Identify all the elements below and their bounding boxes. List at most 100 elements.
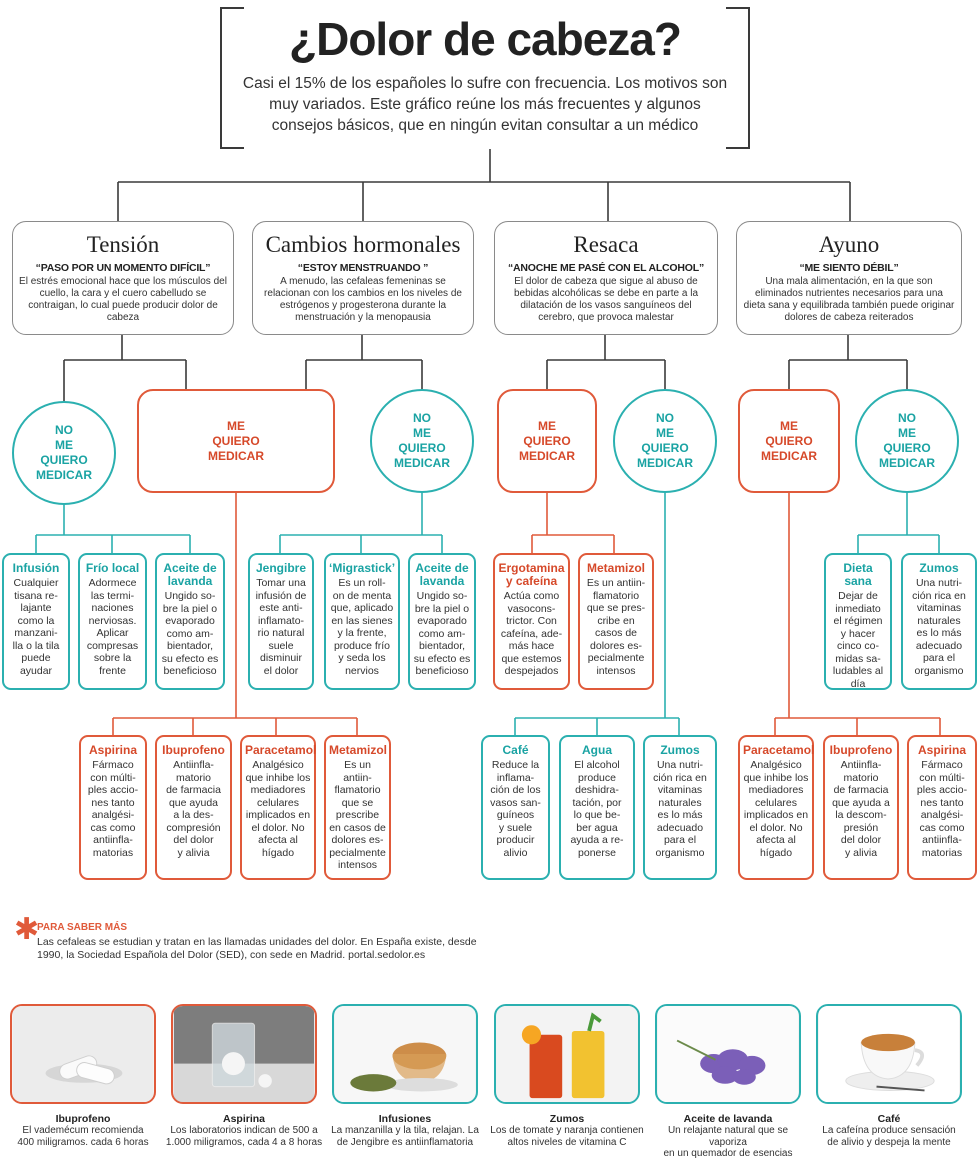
category-description: A menudo, las cefaleas femeninas se rela… [264,276,462,323]
category-name: Ayuno [818,232,880,257]
page-subtitle: Casi el 15% de los españoles lo sufre co… [242,75,728,134]
caption-text: El vademécum recomienda 400 miligramos. … [17,1125,149,1148]
remedy-card-zumos-2: Zumos Una nutri- ción rica en vitaminas … [643,735,717,880]
remedy-text: Ungido so- bre la piel o evaporado como … [413,590,471,677]
category-description: El estrés emocional hace que los músculo… [19,276,227,323]
remedy-card-aspirina: Aspirina Fármaco con múlti- ples accio- … [79,735,147,880]
remedy-card-aceite-lavanda-2: Aceite de lavanda Ungido so- bre la piel… [408,553,476,690]
photo-zumos [494,1004,640,1104]
category-quote: “ME SIENTO DÉBIL” [799,262,899,274]
remedy-title: Aceite de lavanda [415,561,469,588]
remedy-title: Zumos [919,561,959,575]
remedy-card-agua: Agua El alcohol produce deshidra- tación… [559,735,635,880]
remedy-title: Metamizol [586,561,645,575]
node-label: ME QUIERO MEDICAR [761,418,817,463]
caption-title: Zumos [549,1113,585,1125]
remedy-title: Ibuprofeno [162,743,225,757]
remedy-text: Cualquier tisana re- lajante como la man… [12,577,60,677]
remedy-title: Aspirina [917,743,966,757]
remedy-title: Aceite de lavanda [163,561,217,588]
category-name: Cambios hormonales [265,232,461,257]
node-si-medicar-tension-hormonal: ME QUIERO MEDICAR [137,389,335,493]
caption-text: La cafeína produce sensación de alivio y… [822,1125,956,1148]
caption-text: Los de tomate y naranja contienen altos … [490,1125,644,1148]
photo-cafe [816,1004,962,1104]
remedy-text: Actúa como vasocons- trictor. Con cafeín… [500,590,563,677]
remedy-title: Zumos [660,743,700,757]
lavender-icon [657,1006,799,1102]
asterisk-icon: ✱ [14,913,40,946]
remedy-title: Infusión [12,561,60,575]
caption-title: Aspirina [222,1113,265,1125]
remedy-text: Antiinfla- matorio de farmacia que ayuda… [832,759,890,859]
remedy-text: El alcohol produce deshidra- tación, por… [570,759,624,859]
photo-aceite-lavanda [655,1004,801,1104]
remedy-card-paracetamol-2: Paracetamol Analgésico que inhibe los me… [738,735,814,880]
node-no-medicar-hormonal: NO ME QUIERO MEDICAR [370,389,474,493]
category-cambios-hormonales: Cambios hormonales “ESTOY MENSTRUANDO ” … [252,221,474,335]
pills-icon [12,1006,154,1102]
caption-text: Los laboratorios indican de 500 a 1.000 … [165,1125,323,1148]
remedy-card-cafe: Café Reduce la inflama- ción de los vaso… [481,735,550,880]
remedy-title: Café [502,743,529,757]
caption-title: Infusiones [378,1113,432,1125]
remedy-card-dieta-sana: Dieta sana Dejar de inmediato el régimen… [824,553,892,690]
remedy-title: Ergotamina y cafeína [498,561,565,588]
caption-aceite-lavanda: Aceite de lavanda Un relajante natural q… [649,1113,807,1160]
remedy-text: Antiinfla- matorio de farmacia que ayuda… [166,759,221,859]
caption-ibuprofeno: Ibuprofeno El vademécum recomienda 400 m… [4,1113,162,1148]
node-label: NO ME QUIERO MEDICAR [394,411,450,470]
remedy-text: Tomar una infusión de este anti- inflama… [255,577,307,677]
caption-cafe: Café La cafeína produce sensación de ali… [810,1113,968,1148]
node-label: ME QUIERO MEDICAR [208,418,264,463]
more-info-title: PARA SABER MÁS [37,922,128,933]
teacup-icon [334,1006,476,1102]
remedy-text: Es un roll- on de menta que, aplicado en… [330,577,394,677]
remedy-text: Una nutri- ción rica en vitaminas natura… [912,577,966,677]
remedy-card-ibuprofeno-2: Ibuprofeno Antiinfla- matorio de farmaci… [823,735,899,880]
node-si-medicar-ayuno: ME QUIERO MEDICAR [738,389,840,493]
remedy-title: Agua [582,743,612,757]
remedy-card-aspirina-2: Aspirina Fármaco con múlti- ples accio- … [907,735,977,880]
remedy-card-frio-local: Frío local Adormece las termi- naciones … [78,553,147,690]
node-no-medicar-resaca: NO ME QUIERO MEDICAR [613,389,717,493]
remedy-title: Paracetamol [743,743,815,757]
node-label: NO ME QUIERO MEDICAR [36,423,92,482]
caption-aspirina: Aspirina Los laboratorios indican de 500… [165,1113,323,1148]
remedy-text: Adormece las termi- naciones nerviosas. … [86,577,139,677]
remedy-card-ibuprofeno: Ibuprofeno Antiinfla- matorio de farmaci… [155,735,232,880]
category-ayuno: Ayuno “ME SIENTO DÉBIL” Una mala aliment… [736,221,962,335]
glass-icon [173,1006,315,1102]
remedy-card-migrastick: ‘Migrastick’ Es un roll- on de menta que… [324,553,400,690]
category-resaca: Resaca “ANOCHE ME PASÉ CON EL ALCOHOL” E… [494,221,718,335]
category-tension: Tensión “PASO POR UN MOMENTO DIFÍCIL” El… [12,221,234,335]
remedy-title: Metamizol [329,743,388,757]
remedy-text: Es un antiin- flamatorio que se pres- cr… [586,577,646,677]
remedy-title: Dieta sana [843,561,873,588]
caption-text: Un relajante natural que se vaporiza en … [663,1125,793,1159]
node-si-medicar-resaca: ME QUIERO MEDICAR [497,389,597,493]
node-label: NO ME QUIERO MEDICAR [637,411,693,470]
caption-title: Aceite de lavanda [683,1113,773,1125]
remedy-title: ‘Migrastick’ [329,561,396,575]
remedy-card-zumos: Zumos Una nutri- ción rica en vitaminas … [901,553,977,690]
category-name: Resaca [573,232,639,257]
header-bracket [220,7,750,149]
juice-icon [496,1006,638,1102]
remedy-text: Ungido so- bre la piel o evaporado como … [161,590,219,677]
node-no-medicar-tension: NO ME QUIERO MEDICAR [12,401,116,505]
remedy-card-metamizol-2: Metamizol Es un antiin- flamatorio que s… [324,735,391,880]
node-label: ME QUIERO MEDICAR [519,418,575,463]
caption-title: Ibuprofeno [55,1113,111,1125]
remedy-title: Jengibre [255,561,306,575]
node-label: NO ME QUIERO MEDICAR [879,411,935,470]
remedy-title: Aspirina [88,743,137,757]
remedy-text: Una nutri- ción rica en vitaminas natura… [653,759,707,859]
category-description: El dolor de cabeza que sigue al abuso de… [513,276,699,323]
coffee-cup-icon [818,1006,960,1102]
caption-infusiones: Infusiones La manzanilla y la tila, rela… [326,1113,484,1148]
remedy-card-paracetamol: Paracetamol Analgésico que inhibe los me… [240,735,316,880]
caption-zumos: Zumos Los de tomate y naranja contienen … [488,1113,646,1148]
category-name: Tensión [86,232,160,257]
remedy-card-metamizol: Metamizol Es un antiin- flamatorio que s… [578,553,654,690]
